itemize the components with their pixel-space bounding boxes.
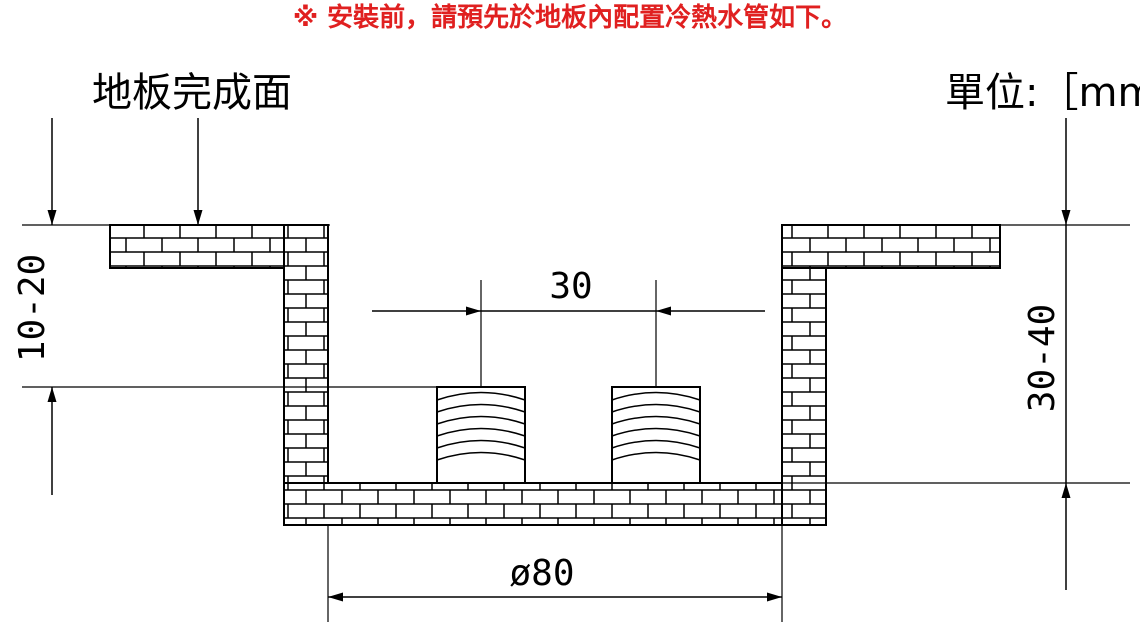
channel-width-value: ø80 [509, 553, 574, 594]
reference-lines [22, 224, 1130, 622]
page-title: ※ 安裝前，請預先於地板內配置冷熱水管如下。 [293, 2, 847, 33]
pipe-depth-value: 30-40 [1022, 304, 1063, 412]
floor-depth-value: 10-20 [12, 254, 53, 362]
pipe-right [611, 386, 701, 484]
unit-label: 單位:［mm］ [945, 70, 1140, 116]
floor-surface-label: 地板完成面 [92, 70, 292, 116]
brick-structure [109, 224, 1001, 526]
pipe-left [436, 386, 526, 484]
pipe-spacing-value: 30 [549, 266, 592, 307]
